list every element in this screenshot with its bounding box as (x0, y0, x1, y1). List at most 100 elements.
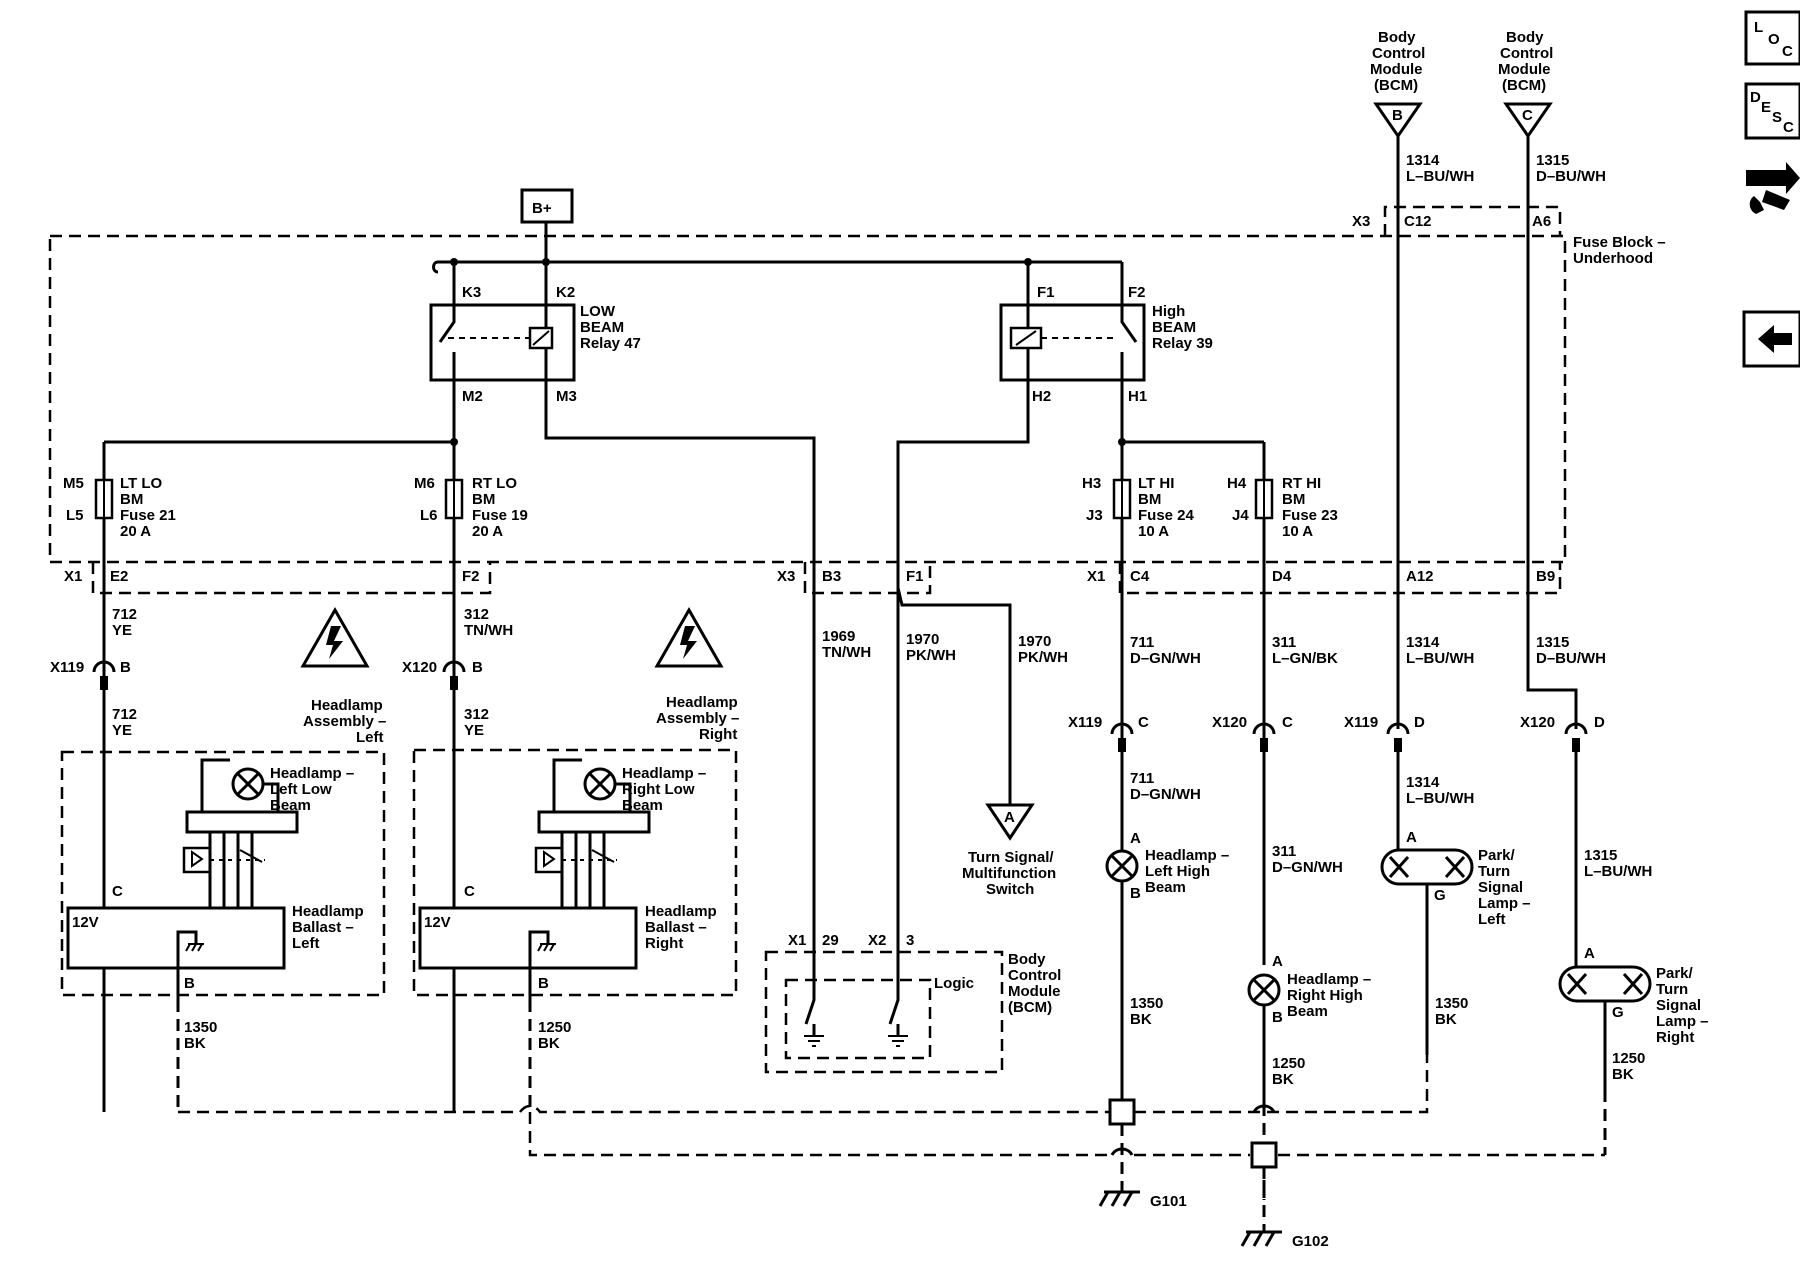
wire-312-b-color: YE (464, 722, 484, 739)
bcm-top-c-1: Body (1506, 29, 1544, 46)
low-relay-label-2: BEAM (580, 319, 624, 336)
fuse-rt-hi-l2: BM (1282, 491, 1305, 508)
fuse-rt-lo-bot-pin: L6 (420, 507, 438, 524)
ground-bus-g101 (178, 1055, 1429, 1114)
conn-x3: X3 (777, 568, 795, 585)
headlamp-assembly-right-box (412, 748, 738, 997)
wire-311-b-num: 311 (1272, 843, 1296, 860)
inline-connector-x119-d (1386, 722, 1410, 752)
loc-letter-l: L (1754, 19, 1763, 36)
fuse-lt-hi-l1: LT HI (1138, 475, 1174, 492)
bcm-top-c-4: (BCM) (1502, 77, 1546, 94)
park-right-l3: Signal (1656, 997, 1701, 1014)
wire-1315-a-color: D–BU/WH (1536, 650, 1606, 667)
left-ballast-l3: Left (292, 935, 320, 952)
right-low-beam-lamp (552, 758, 632, 812)
conn-d4: D4 (1272, 568, 1292, 585)
conn-x119-b-label: X119 (50, 659, 84, 676)
high-relay-label-3: Relay 39 (1152, 335, 1213, 352)
conn-b3: B3 (822, 568, 841, 585)
park-right-pin-a: A (1584, 945, 1595, 962)
turn-switch-l3: Switch (986, 881, 1034, 898)
wire-712-b-num: 712 (112, 706, 137, 723)
inline-connector-x119-c (1110, 722, 1134, 752)
fuse-lt-hi-bot-pin: J3 (1086, 507, 1103, 524)
wire-1970-b-num: 1970 (1018, 633, 1051, 650)
conn-a12: A12 (1406, 568, 1434, 585)
service-procedure-icon[interactable] (1746, 162, 1800, 214)
conn-x1-left: X1 (64, 568, 82, 585)
wire-711-a-num: 711 (1130, 634, 1154, 651)
fuse-lt-hi-l3: Fuse 24 (1138, 507, 1195, 524)
wire-1350-a-color: BK (184, 1035, 206, 1052)
bcm-bottom-l4: (BCM) (1008, 999, 1052, 1016)
bcm-bottom-l2: Control (1008, 967, 1061, 984)
wire-1250-c-color: BK (1612, 1066, 1634, 1083)
fuse-lt-hi (1112, 442, 1132, 880)
conn-x1-right: X1 (1087, 568, 1105, 585)
left-low-beam-l3: Beam (270, 797, 311, 814)
fuse-lt-hi-l4: 10 A (1138, 523, 1169, 540)
wire-712-a-num: 712 (112, 606, 137, 623)
fuse-lt-lo-l4: 20 A (120, 523, 151, 540)
low-relay-label-1: LOW (580, 303, 616, 320)
left-high-beam-pin-a: A (1130, 830, 1141, 847)
park-left-l4: Lamp – (1478, 895, 1531, 912)
left-ballast-l2: Ballast – (292, 919, 354, 936)
left-ballast-pin-c: C (112, 883, 123, 900)
low-relay-label-3: Relay 47 (580, 335, 641, 352)
wire-711-b-color: D–GN/WH (1130, 786, 1201, 803)
location-button[interactable]: L O C (1744, 10, 1800, 66)
wire-1250-b-num: 1250 (1272, 1055, 1305, 1072)
wire-311-a-num: 311 (1272, 634, 1296, 651)
wire-1315-top-color: D–BU/WH (1536, 168, 1606, 185)
wire-312-b-num: 312 (464, 706, 489, 723)
high-voltage-warning-icon (654, 606, 724, 668)
conn-x119-c-label: X119 (1068, 714, 1102, 731)
left-ballast-l1: Headlamp (292, 903, 364, 920)
left-high-beam-l1: Headlamp – (1145, 847, 1229, 864)
fuse-lt-hi-l2: BM (1138, 491, 1161, 508)
wire-311-a-color: L–GN/BK (1272, 650, 1338, 667)
park-left-l2: Turn (1478, 863, 1510, 880)
fuse-lt-lo-top-pin: M5 (63, 475, 84, 492)
bcm-bottom-l3: Module (1008, 983, 1061, 1000)
turn-switch-tri-label: A (1004, 809, 1015, 826)
wire-1250-a-color: BK (538, 1035, 560, 1052)
fuse-lt-hi-top-pin: H3 (1082, 475, 1101, 492)
wire-1250-b-color: BK (1272, 1071, 1294, 1088)
park-right-l5: Right (1656, 1029, 1694, 1046)
headlamp-assembly-right-3: Right (699, 726, 737, 743)
conn-x119-d-label: X119 (1344, 714, 1378, 731)
splice-g102 (1250, 1141, 1278, 1169)
wire-1315-top-num: 1315 (1536, 152, 1569, 169)
conn-c12: C12 (1404, 213, 1432, 230)
splice-g101 (1108, 1098, 1136, 1126)
fuse-rt-lo-top-pin: M6 (414, 475, 435, 492)
wire-1314-top-color: L–BU/WH (1406, 168, 1474, 185)
park-right-l1: Park/ (1656, 965, 1694, 982)
wire-1970-a-num: 1970 (906, 631, 939, 648)
bcm-top-c-triangle (1503, 102, 1553, 139)
description-button[interactable]: D E S C (1744, 82, 1800, 140)
ground-g102-label: G102 (1292, 1233, 1329, 1250)
left-ballast-pin-b: B (184, 975, 195, 992)
loc-letter-o: O (1768, 31, 1780, 48)
right-ballast-pin-b: B (538, 975, 549, 992)
wire-1314-b-color: L–BU/WH (1406, 790, 1474, 807)
ground-g102-icon (1240, 1230, 1282, 1247)
turn-switch-l1: Turn Signal/ (968, 849, 1054, 866)
inline-connector-x120-d (1564, 722, 1588, 752)
wire-1350-b-color: BK (1130, 1011, 1152, 1028)
bcm-top-c-tri-label: C (1522, 107, 1533, 124)
right-ballast-pin-c: C (464, 883, 475, 900)
right-high-beam-l2: Right High (1287, 987, 1363, 1004)
inline-connector-x120-c (1252, 722, 1276, 752)
low-relay-pin-m3: M3 (556, 388, 577, 405)
wire-1314-a-color: L–BU/WH (1406, 650, 1474, 667)
back-arrow-button[interactable] (1742, 310, 1800, 368)
wire-712-a-color: YE (112, 622, 132, 639)
fuse-rt-lo-l3: Fuse 19 (472, 507, 528, 524)
conn-a6: A6 (1532, 213, 1551, 230)
conn-x120-b-label: X120 (402, 659, 437, 676)
